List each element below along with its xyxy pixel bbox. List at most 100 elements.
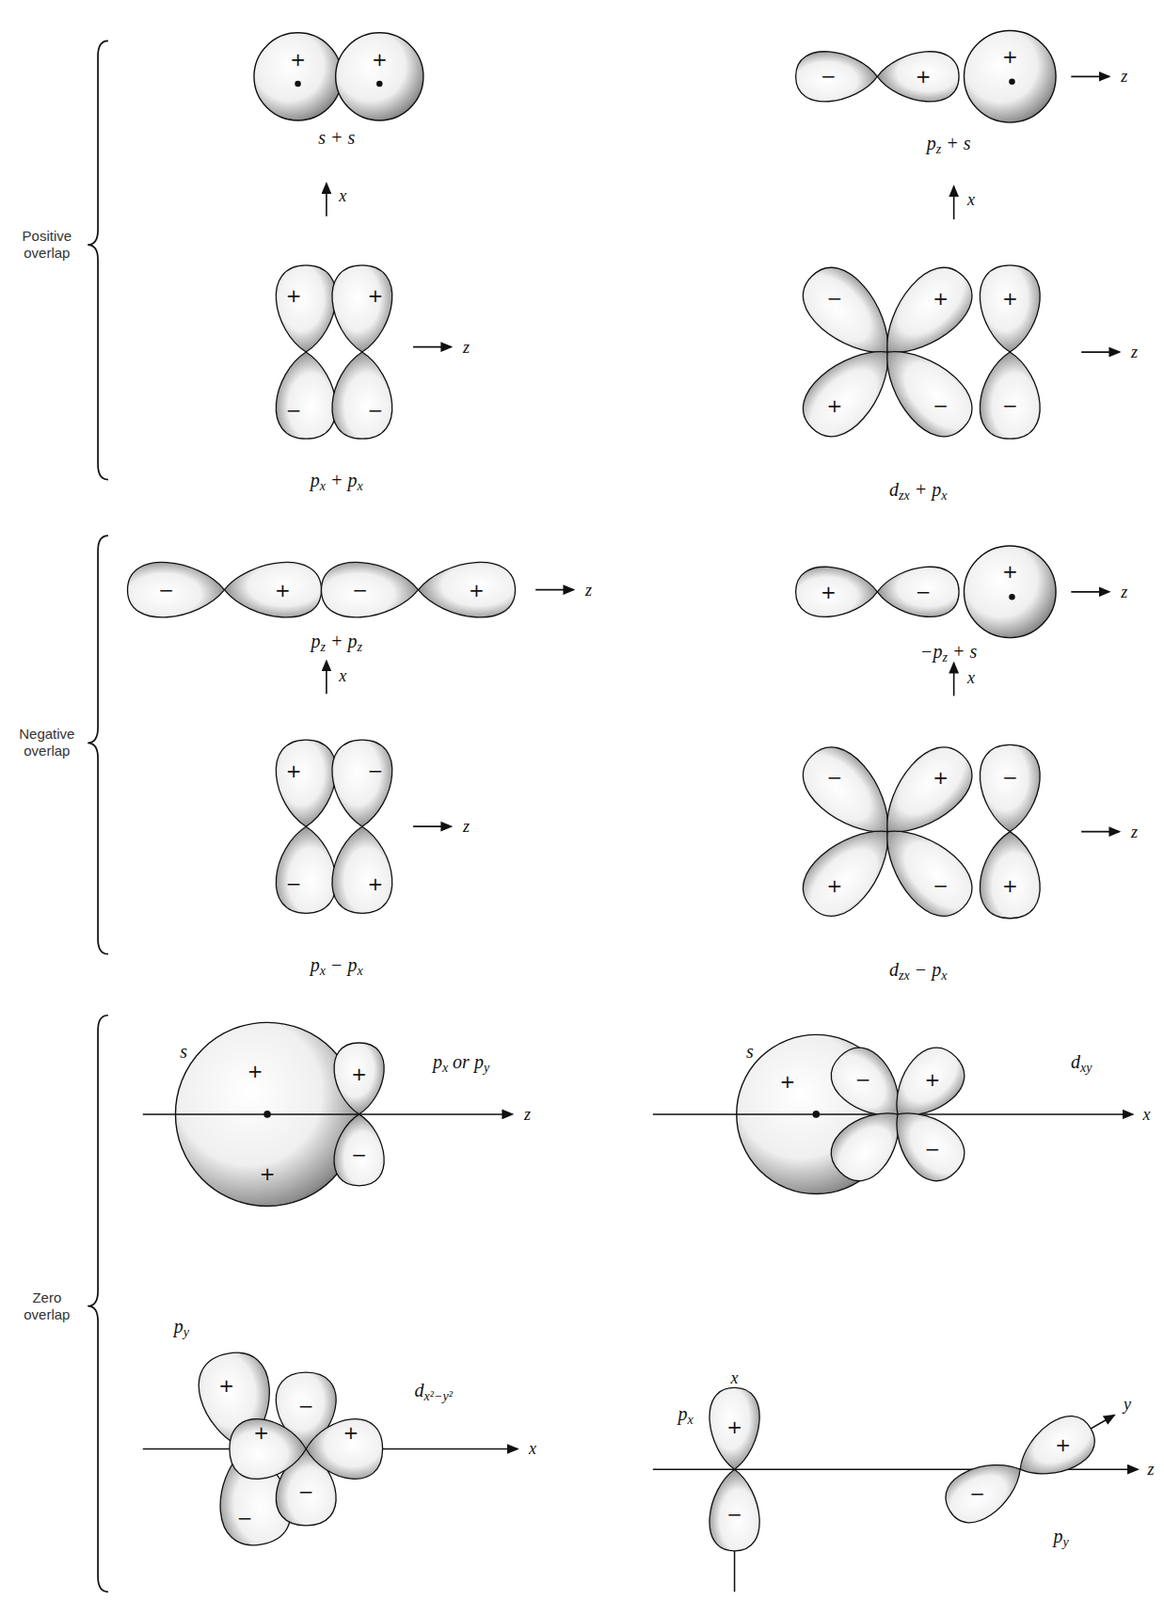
orbital-label: py: [1052, 1524, 1069, 1547]
nucleus-dot: [813, 1110, 821, 1118]
axis-label: x: [338, 665, 347, 686]
orbital-lobe: [305, 1419, 383, 1480]
orbital-lobe: [876, 51, 959, 102]
sign-label: −: [367, 398, 384, 422]
orbital-label: px + px: [310, 468, 364, 491]
orbital-label: dx²−y²: [414, 1378, 453, 1401]
sign-label: +: [1054, 1433, 1071, 1456]
axis-arrow: [325, 661, 328, 695]
sign-label: −: [826, 765, 843, 789]
section-bracket: [87, 1015, 109, 1593]
sign-label: −: [1002, 765, 1019, 789]
sign-label: −: [367, 759, 384, 782]
sign-label: +: [726, 1415, 743, 1438]
sign-label: +: [932, 765, 949, 789]
s-orbital: [254, 32, 342, 121]
axis-arrow: [413, 825, 451, 828]
axis-label: x: [1143, 1103, 1151, 1124]
orbital-lobe: [937, 1447, 1034, 1531]
sign-label: −: [969, 1482, 986, 1505]
sign-label: +: [253, 1420, 270, 1444]
axis-label: z: [524, 1103, 531, 1124]
orbital-lobe: [979, 831, 1040, 919]
sign-label: +: [1002, 559, 1019, 583]
orbital-label: pz + pz: [311, 629, 363, 652]
sign-label: +: [1002, 874, 1019, 897]
sign-label: +: [367, 284, 384, 307]
section-bracket: [87, 40, 109, 479]
orbital-lobe: [979, 265, 1040, 352]
s-orbital: [964, 545, 1057, 638]
orbital-label: dzx + px: [889, 478, 947, 501]
orbital-lobe: [796, 51, 878, 102]
section-bracket: [87, 535, 109, 954]
sign-label: −: [855, 1068, 872, 1091]
sign-label: −: [350, 1143, 367, 1166]
orbital-label: s: [179, 1039, 188, 1062]
sign-label: +: [367, 872, 384, 895]
sign-label: +: [826, 874, 843, 897]
orbital-lobe: [866, 810, 986, 929]
sign-label: +: [343, 1420, 360, 1444]
sign-label: −: [726, 1502, 743, 1526]
axis-arrow: [1070, 590, 1109, 593]
axis-label: z: [462, 336, 470, 357]
axis-label: y: [1123, 1393, 1132, 1414]
orbital-lobe: [229, 1419, 306, 1480]
sign-label: +: [924, 1068, 941, 1091]
nucleus-dot: [1008, 593, 1016, 601]
orbital-label: s + s: [318, 127, 355, 149]
sign-label: −: [298, 1394, 315, 1418]
orbital-lobe: [332, 351, 393, 439]
orbital-lobe: [334, 1042, 384, 1115]
sign-label: +: [932, 287, 949, 310]
orbital-label: px: [677, 1402, 693, 1424]
orbital-lobe: [979, 744, 1040, 831]
orbital-label: dxy: [1070, 1050, 1092, 1072]
nucleus-dot: [376, 80, 383, 88]
orbital-label: pz + s: [926, 131, 972, 154]
orbital-label: dzx − px: [889, 957, 947, 980]
nucleus-dot: [263, 1110, 272, 1118]
sign-label: −: [915, 580, 932, 604]
sign-label: −: [351, 578, 368, 602]
sign-label: −: [298, 1480, 315, 1503]
s-orbital: [964, 31, 1057, 124]
orbital-lobe: [1007, 1406, 1104, 1491]
axis-label: x: [731, 1367, 739, 1388]
axis-line: [143, 1113, 512, 1116]
orbital-lobe: [417, 561, 515, 617]
axis-arrow: [535, 589, 574, 591]
sign-label: +: [1002, 45, 1019, 68]
orbital-lobe: [709, 1387, 760, 1469]
sign-label: +: [826, 394, 843, 417]
axis-label: x: [967, 667, 975, 687]
orbital-label: s: [746, 1039, 754, 1062]
orbital-lobe: [709, 1468, 760, 1551]
sign-label: +: [286, 284, 303, 307]
axis-label: x: [528, 1438, 537, 1459]
sign-label: −: [826, 287, 843, 310]
sign-label: +: [247, 1059, 264, 1083]
axis-arrow: [1070, 76, 1109, 79]
orbital-lobe: [334, 1114, 384, 1186]
axis-label: x: [338, 186, 347, 207]
orbital-lobe: [332, 265, 393, 352]
sign-label: −: [932, 874, 949, 897]
orbital-lobe: [275, 826, 336, 913]
orbital-label: px − px: [310, 953, 364, 975]
sign-label: −: [1002, 394, 1019, 417]
axis-arrow: [953, 186, 956, 220]
orbital-lobe: [866, 331, 986, 450]
sign-label: +: [1002, 287, 1019, 310]
axis-arrow: [413, 346, 451, 349]
sign-label: +: [350, 1062, 367, 1085]
s-orbital: [335, 32, 424, 121]
axis-arrow: [325, 183, 328, 217]
axis-arrow: [1081, 350, 1119, 353]
orbital-label: px or py: [432, 1050, 490, 1072]
orbital-label: −pz + s: [920, 639, 977, 662]
axis-label: z: [585, 579, 592, 600]
orbital-lobe: [321, 561, 419, 617]
